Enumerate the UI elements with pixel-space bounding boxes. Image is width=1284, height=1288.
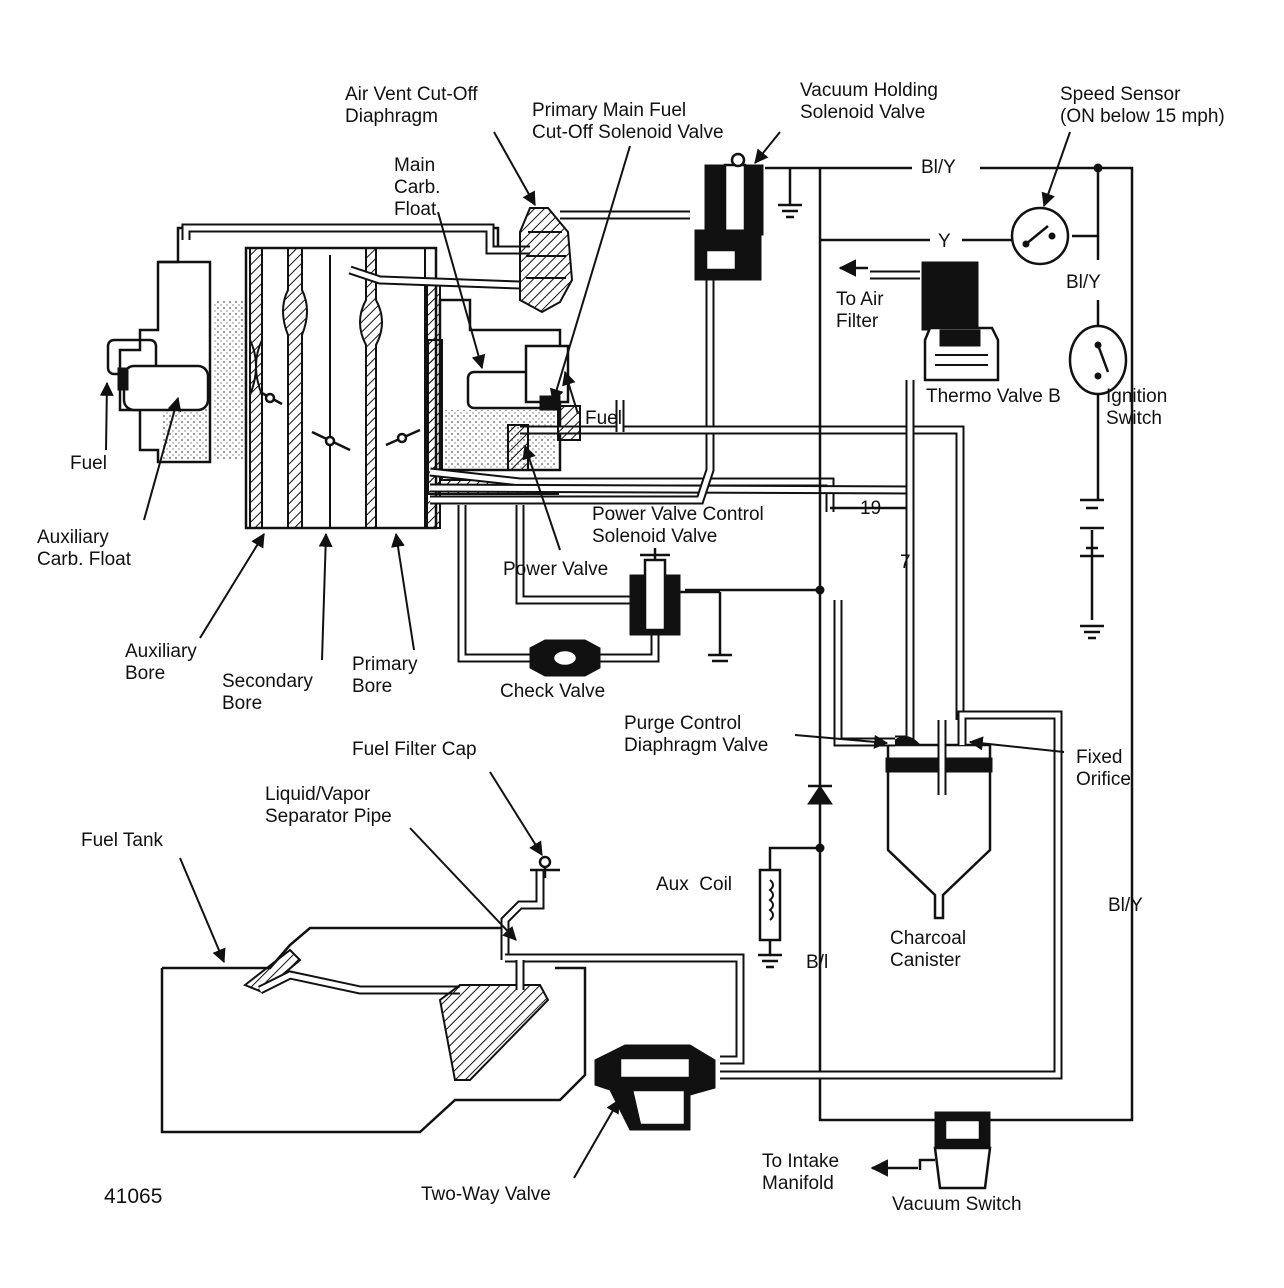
label-purge-control-diaphragm-valve: Purge Control Diaphragm Valve <box>624 713 768 757</box>
label-line: Power Valve Control <box>592 504 764 525</box>
label-fuel-left: Fuel <box>70 453 107 474</box>
label-liquid-vapor-separator-pipe: Liquid/Vapor Separator Pipe <box>265 784 392 828</box>
label-line: Separator Pipe <box>265 806 392 827</box>
label-line: Speed Sensor <box>1060 84 1181 105</box>
label-line: Float <box>394 199 437 220</box>
label-line: Orifice <box>1076 769 1131 790</box>
label-fuel-right: Fuel <box>585 408 622 429</box>
label-fuel-filter-cap: Fuel Filter Cap <box>352 739 477 760</box>
label-number-19: 19 <box>860 498 882 519</box>
label-line: Main <box>394 155 436 176</box>
label-fuel-tank: Fuel Tank <box>81 830 164 851</box>
label-line: Primary Main Fuel <box>532 100 687 121</box>
label-wire-bly-right: Bl/Y <box>1066 272 1101 293</box>
label-speed-sensor: Speed Sensor (ON below 15 mph) <box>1060 84 1225 128</box>
label-charcoal-canister: Charcoal Canister <box>890 928 966 972</box>
label-thermo-valve-b: Thermo Valve B <box>926 386 1061 407</box>
label-line: Filter <box>836 311 879 332</box>
label-line: Bore <box>222 693 263 714</box>
label-line: Auxiliary <box>37 527 109 548</box>
label-fixed-orifice: Fixed Orifice <box>1076 747 1131 791</box>
two-way-valve <box>594 1044 716 1131</box>
label-vacuum-switch: Vacuum Switch <box>892 1194 1022 1215</box>
label-line: Manifold <box>762 1173 834 1194</box>
vacuum-switch <box>870 1111 992 1190</box>
label-aux-coil: Aux Coil <box>656 874 733 895</box>
label-line: Carb. <box>394 177 441 198</box>
label-line: Bore <box>352 676 393 697</box>
coil-icon <box>758 868 782 969</box>
label-line: Charcoal <box>890 928 967 949</box>
label-primary-main-fuel-cut-off-solenoid: Primary Main Fuel Cut-Off Solenoid Valve <box>532 100 724 144</box>
arrow-icon <box>99 131 1071 1179</box>
label-line: To Air <box>836 289 884 310</box>
label-vacuum-holding-solenoid-valve: Vacuum Holding Solenoid Valve <box>800 80 938 124</box>
label-auxiliary-bore: Auxiliary Bore <box>125 641 197 685</box>
label-line: Liquid/Vapor <box>265 784 371 805</box>
switch-icon <box>1068 324 1128 396</box>
battery-icon <box>1080 498 1104 640</box>
label-line: Fixed <box>1076 747 1123 768</box>
figure-number: 41065 <box>104 1185 163 1208</box>
label-line: Vacuum Holding <box>800 80 939 101</box>
label-line: Solenoid Valve <box>592 526 718 547</box>
label-auxiliary-carb-float: Auxiliary Carb. Float <box>37 527 131 571</box>
label-two-way-valve: Two-Way Valve <box>421 1184 551 1205</box>
label-check-valve: Check Valve <box>500 681 606 702</box>
label-wire-y: Y <box>938 231 951 252</box>
label-line: Switch <box>1106 408 1162 429</box>
charcoal-canister <box>720 600 1063 1080</box>
label-primary-bore: Primary Bore <box>352 654 417 698</box>
label-line: Diaphragm Valve <box>624 735 769 756</box>
power-valve-control-solenoid <box>629 548 732 663</box>
label-line: Canister <box>890 950 961 971</box>
ground-icon <box>778 203 802 219</box>
label-line: Solenoid Valve <box>800 102 926 123</box>
label-line: Carb. Float <box>37 549 131 570</box>
label-line: Air Vent Cut-Off <box>345 84 478 105</box>
vacuum-holding-solenoid-valve <box>694 152 812 281</box>
label-line: Diaphragm <box>345 106 438 127</box>
carburetor-assembly <box>106 207 965 720</box>
label-wire-bly-lower: Bl/Y <box>1108 895 1143 916</box>
label-ignition-switch: Ignition Switch <box>1106 386 1167 430</box>
label-line: Secondary <box>222 671 313 692</box>
label-to-intake-manifold: To Intake Manifold <box>762 1151 839 1195</box>
label-line: To Intake <box>762 1151 840 1172</box>
label-power-valve: Power Valve <box>503 559 609 580</box>
label-line: Bore <box>125 663 166 684</box>
label-line: Cut-Off Solenoid Valve <box>532 122 724 143</box>
label-line: Auxiliary <box>125 641 197 662</box>
diode-icon <box>807 784 833 805</box>
wiring <box>685 163 1134 1122</box>
label-to-air-filter: To Air Filter <box>836 289 884 333</box>
label-line: Ignition <box>1106 386 1168 407</box>
label-number-7: 7 <box>900 552 911 573</box>
label-power-valve-control-solenoid: Power Valve Control Solenoid Valve <box>592 504 764 548</box>
label-secondary-bore: Secondary Bore <box>222 671 313 715</box>
label-air-vent-cut-off-diaphragm: Air Vent Cut-Off Diaphragm <box>345 84 478 128</box>
check-valve <box>529 639 601 677</box>
switch-icon <box>1010 206 1070 266</box>
label-wire-bl: B/l <box>806 952 829 973</box>
label-main-carb-float: Main Carb. Float <box>394 155 440 221</box>
label-line: Primary <box>352 654 418 675</box>
label-line: Purge Control <box>624 713 742 734</box>
label-wire-bly-top: Bl/Y <box>921 157 956 178</box>
label-line: (ON below 15 mph) <box>1060 106 1225 127</box>
